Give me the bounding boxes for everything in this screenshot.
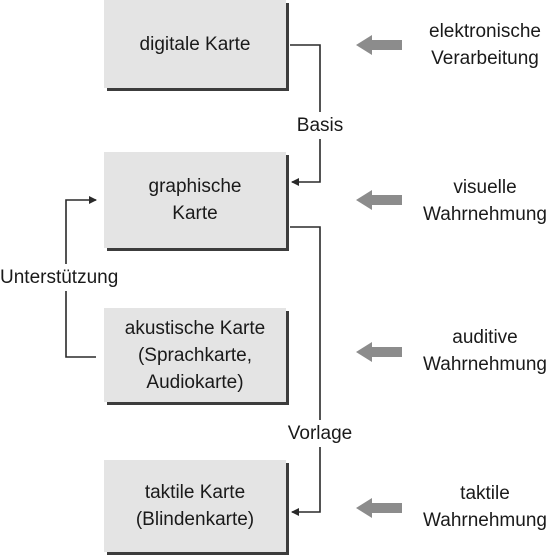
tactile-perception-label: taktile Wahrnehmung	[423, 483, 547, 531]
template-label: Vorlage	[282, 420, 358, 447]
gray-arrow-icon	[356, 498, 402, 518]
gray-arrow-icon	[356, 35, 402, 55]
visual-perception-label: visuelle Wahrnehmung	[423, 177, 547, 225]
acoustic-map-box: akustische Karte (Sprachkarte, Audiokart…	[104, 308, 286, 402]
auditive-perception-label: auditive Wahrnehmung	[423, 327, 547, 375]
gray-arrow-icon	[356, 190, 402, 210]
basis-label: Basis	[292, 112, 348, 139]
graphic-map-box: graphische Karte	[104, 152, 286, 248]
tactile-map-box: taktile Karte (Blindenkarte)	[104, 460, 286, 552]
digital-map-box: digitale Karte	[104, 0, 286, 88]
electronic-processing-label: elektronische Verarbeitung	[429, 21, 541, 69]
gray-arrow-icon	[356, 342, 402, 362]
support-label: Unterstützung	[0, 264, 134, 291]
template-connector	[290, 226, 321, 516]
